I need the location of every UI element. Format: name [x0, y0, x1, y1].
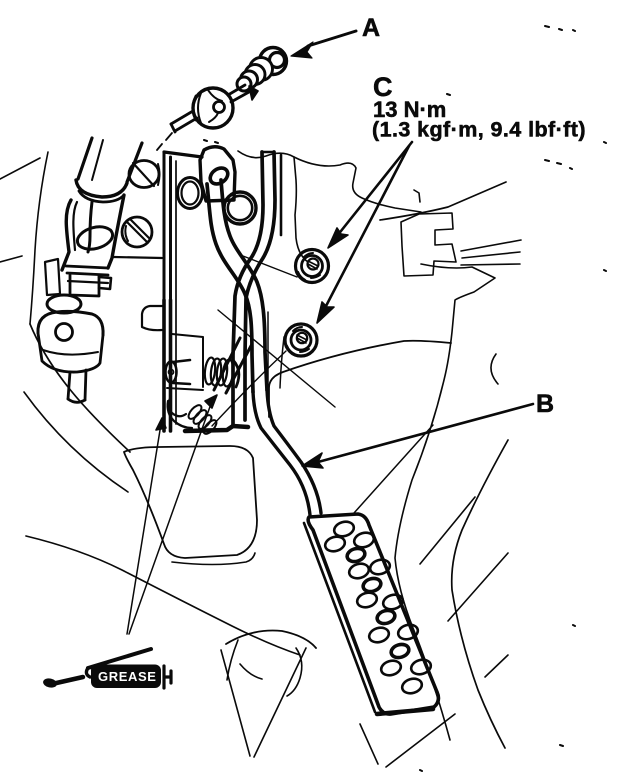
svg-text:A: A: [362, 14, 380, 42]
svg-text:13 N·m: 13 N·m: [373, 97, 446, 122]
svg-text:GREASE: GREASE: [98, 669, 157, 684]
svg-text:C: C: [373, 72, 393, 102]
svg-text:B: B: [536, 390, 554, 418]
svg-text:(1.3 kgf·m, 9.4 lbf·ft): (1.3 kgf·m, 9.4 lbf·ft): [372, 118, 586, 142]
